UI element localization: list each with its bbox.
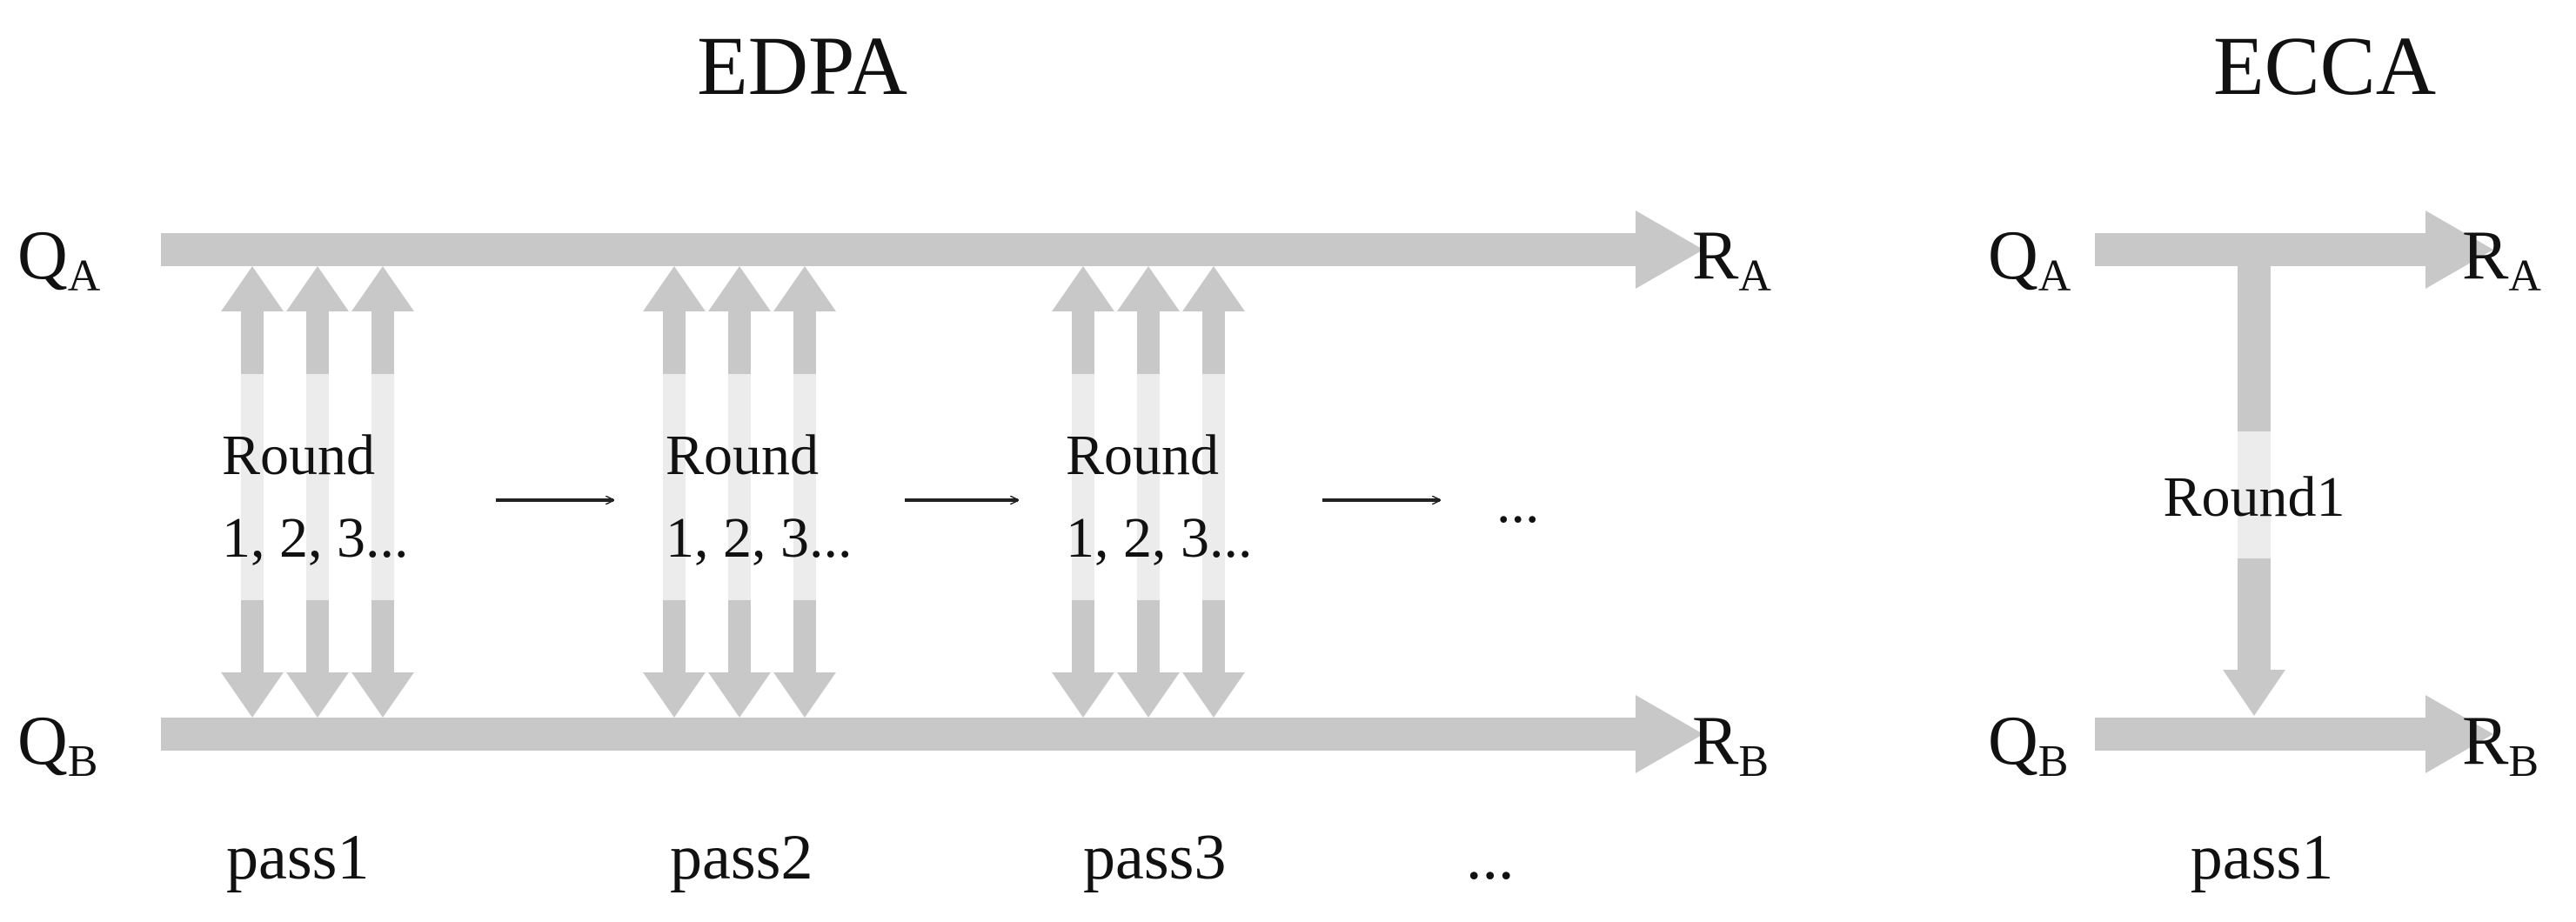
edpa-input-a-label: QA <box>17 217 101 301</box>
exchange-arrow <box>708 266 771 718</box>
round-label-line2: 1, 2, 3... <box>1066 506 1253 570</box>
exchange-arrow <box>286 266 349 718</box>
edpa-input-b-label: QB <box>17 703 97 786</box>
passes-continuation: ... <box>1466 822 1515 893</box>
pass-label-1: pass1 <box>226 822 369 893</box>
edpa-exchange-arrows <box>221 266 1245 718</box>
pass-label-2: pass2 <box>670 822 813 893</box>
ecca-bottom-arrow <box>2095 695 2493 773</box>
pass-label-3: pass3 <box>1083 822 1226 893</box>
round-label-line1: Round <box>222 424 375 487</box>
exchange-arrow <box>1052 266 1114 718</box>
exchange-arrow <box>1117 266 1180 718</box>
ecca-input-a-label: QA <box>1988 217 2071 301</box>
ecca-top-arrow <box>2095 210 2493 289</box>
ecca-exchange-arrow <box>2223 266 2285 716</box>
edpa-round-group-3: Round 1, 2, 3... <box>1066 424 1253 570</box>
edpa-bottom-arrow <box>161 695 1703 773</box>
exchange-arrow <box>643 266 706 718</box>
ecca-round-label: Round1 <box>2163 465 2345 529</box>
edpa-output-a-label: RA <box>1692 217 1771 301</box>
edpa-round-group-2: Round 1, 2, 3... <box>666 424 853 570</box>
rounds-continuation: ... <box>1496 471 1540 535</box>
edpa-top-arrow <box>161 210 1703 289</box>
edpa-output-b-label: RB <box>1692 703 1769 786</box>
round-label-line1: Round <box>666 424 819 487</box>
ecca-pass-label: pass1 <box>2191 822 2333 893</box>
ecca-input-b-label: QB <box>1988 703 2068 786</box>
exchange-arrow <box>1182 266 1245 718</box>
ecca-output-b-label: RB <box>2462 703 2539 786</box>
edpa-round-group-1: Round 1, 2, 3... <box>222 424 409 570</box>
exchange-arrow <box>221 266 284 718</box>
edpa-title: EDPA <box>697 19 907 112</box>
ecca-title: ECCA <box>2213 19 2436 112</box>
exchange-arrow <box>773 266 836 718</box>
round-label-line1: Round <box>1066 424 1219 487</box>
round-label-line2: 1, 2, 3... <box>666 506 853 570</box>
ecca-output-a-label: RA <box>2462 217 2541 301</box>
round-label-line2: 1, 2, 3... <box>222 506 409 570</box>
exchange-arrow <box>351 266 414 718</box>
